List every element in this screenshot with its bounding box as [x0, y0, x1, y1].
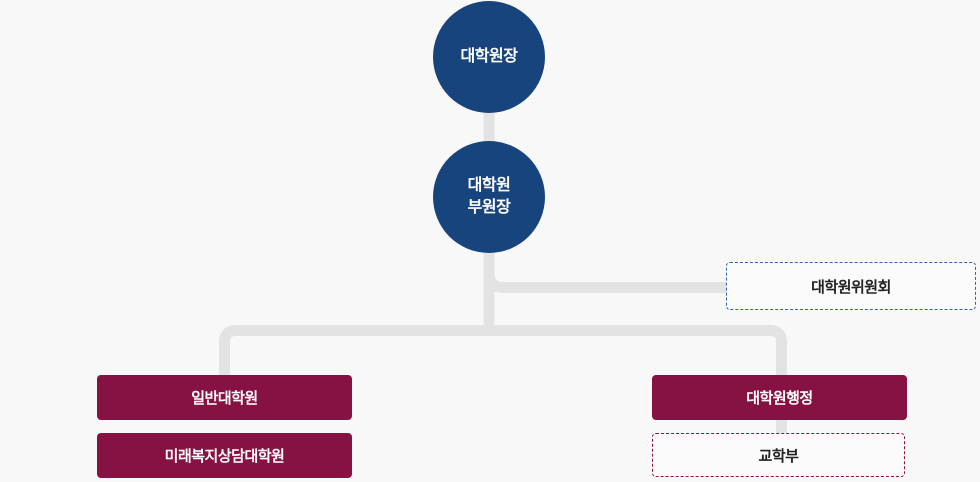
node-committee-box: 대학원위원회	[726, 262, 976, 310]
node-vice-dean-circle: 대학원 부원장	[433, 141, 545, 253]
node-vice-dean-label-line1: 대학원	[467, 177, 511, 195]
node-academic-affairs-box: 교학부	[652, 433, 905, 477]
node-academic-affairs-label: 교학부	[758, 447, 799, 465]
node-general-graduate-box: 일반대학원	[97, 375, 352, 420]
node-admin-box: 대학원행정	[652, 375, 907, 420]
node-committee-label: 대학원위원회	[811, 278, 891, 296]
node-general-graduate-label: 일반대학원	[191, 390, 258, 407]
node-future-welfare-label: 미래복지상담대학원	[164, 448, 285, 465]
node-dean-label: 대학원장	[460, 48, 518, 66]
connector-tbar	[219, 325, 787, 376]
node-vice-dean-label-line2: 부원장	[467, 199, 511, 216]
connector-committee-branch	[483, 271, 726, 293]
node-future-welfare-box: 미래복지상담대학원	[97, 433, 352, 478]
node-admin-label: 대학원행정	[746, 390, 813, 407]
node-dean-circle: 대학원장	[433, 1, 545, 113]
